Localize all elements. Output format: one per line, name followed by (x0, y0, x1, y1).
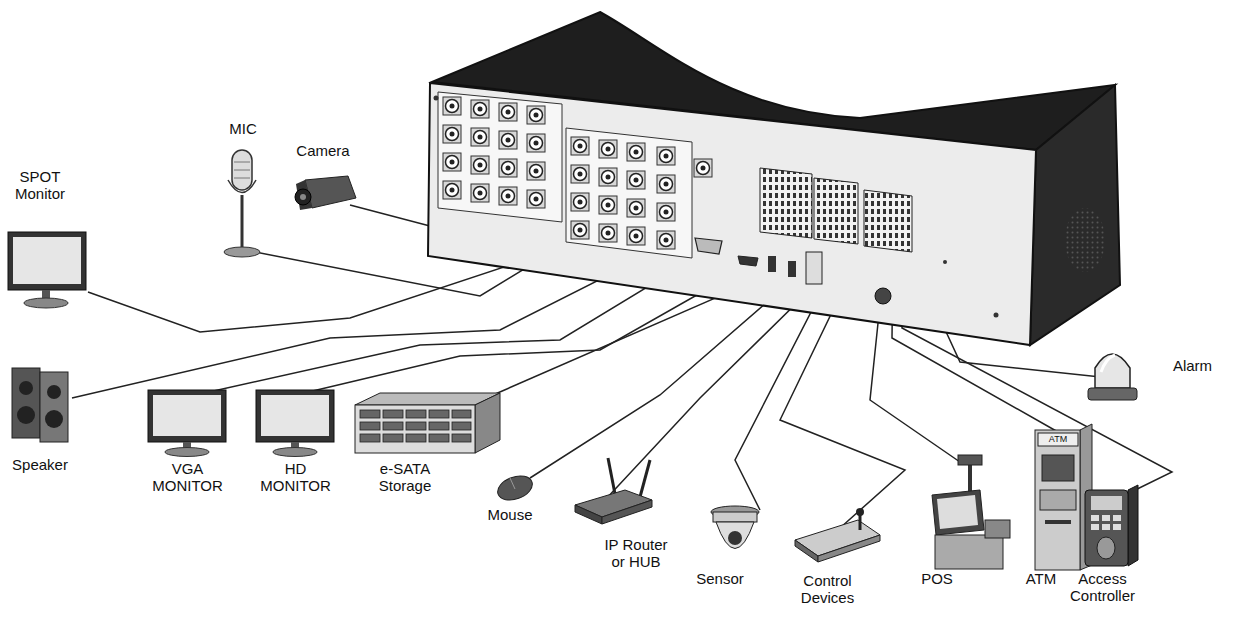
router-wire (605, 285, 815, 500)
router-icon (575, 458, 652, 524)
device-label: ATM (1015, 570, 1067, 587)
screw (943, 260, 947, 264)
mic-icon (224, 150, 260, 257)
terminal-block (760, 168, 812, 238)
device-label: POS (912, 570, 962, 587)
mouse-wire (530, 278, 795, 478)
device-label: SPOT Monitor (5, 168, 75, 203)
hd-monitor-icon (256, 390, 334, 457)
device-label: Access Controller (1065, 570, 1140, 605)
device-label: Mouse (480, 506, 540, 523)
bnc-connectors (443, 97, 712, 249)
dvr-unit (428, 12, 1120, 345)
side-vent (1065, 208, 1105, 272)
dvr-side (1030, 85, 1120, 345)
mouse-icon (494, 472, 535, 505)
device-label: Camera (288, 142, 358, 159)
control-device-icon (795, 508, 880, 562)
device-label: VGA MONITOR (150, 460, 225, 495)
vga-port (695, 238, 722, 254)
bnc-block (438, 92, 562, 222)
usb-port (768, 256, 776, 272)
access-controller-icon (1085, 485, 1138, 566)
device-label: Alarm (1165, 357, 1220, 374)
sensor-icon (711, 506, 759, 549)
camera-icon (295, 176, 356, 210)
device-label: Control Devices (790, 572, 865, 607)
screw (994, 313, 999, 318)
device-label: MIC (218, 120, 268, 137)
spot-monitor-icon (8, 232, 86, 308)
pos-icon (932, 455, 1010, 569)
rear-panel (428, 83, 1036, 345)
device-label: HD MONITOR (258, 460, 333, 495)
esata-storage-icon (355, 393, 500, 453)
terminal-block (864, 190, 912, 252)
power-socket (875, 288, 891, 304)
hdmi-port (738, 256, 758, 266)
atm-icon (1035, 424, 1092, 570)
speaker-icon (12, 368, 68, 442)
terminal-block (814, 178, 858, 244)
screw (434, 96, 439, 101)
usb-port (788, 261, 796, 277)
alarm-icon (1088, 354, 1137, 400)
device-label: e-SATA Storage (370, 460, 440, 495)
device-label: Speaker (5, 456, 75, 473)
device-label: Sensor (690, 570, 750, 587)
vga-monitor-icon (148, 390, 226, 457)
bnc-block (566, 128, 692, 258)
device-label: IP Router or HUB (600, 536, 672, 571)
lan-port (806, 252, 822, 284)
device-marking: ATM (1037, 434, 1079, 444)
